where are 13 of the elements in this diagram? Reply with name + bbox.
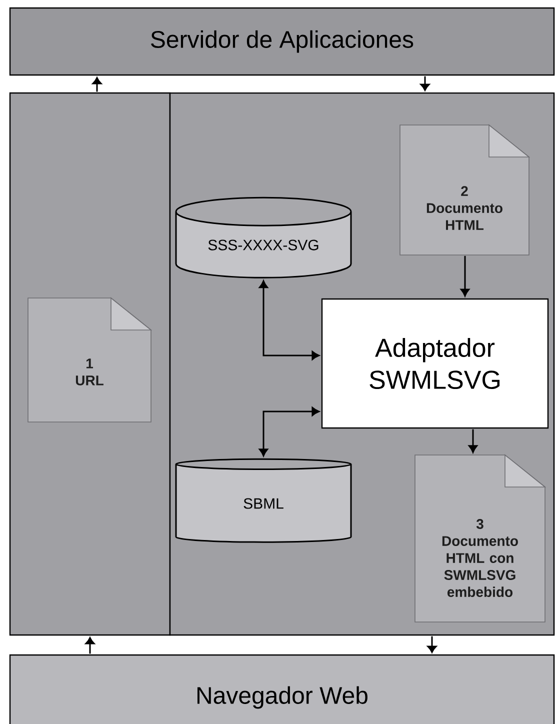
database-cylinder: SBML	[175, 458, 352, 543]
arrow	[92, 77, 102, 92]
arrow	[427, 636, 437, 653]
arrow	[468, 429, 478, 453]
title-bar: Servidor de Aplicaciones	[9, 7, 555, 76]
arrow	[259, 407, 320, 456]
arrow	[460, 256, 470, 296]
arrow	[259, 280, 320, 360]
process-box: Adaptador SWMLSVG	[321, 298, 549, 429]
title-bar: Navegador Web	[9, 654, 555, 724]
arrow	[420, 76, 430, 91]
arrow	[85, 637, 95, 654]
database-cylinder: SSS-XXXX-SVG	[175, 196, 352, 278]
